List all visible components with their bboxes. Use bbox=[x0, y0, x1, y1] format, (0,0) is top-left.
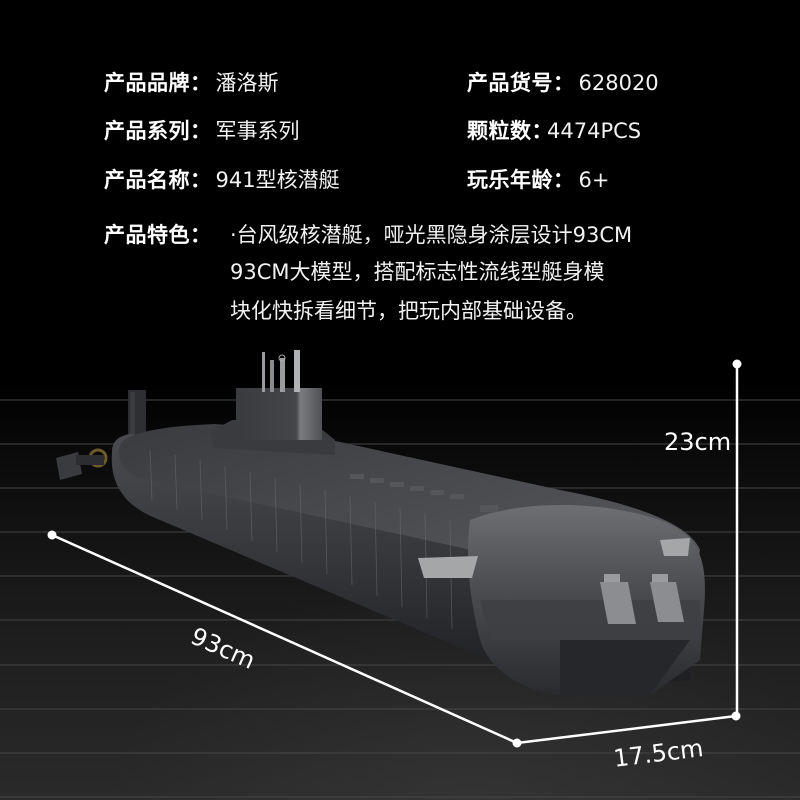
spec-piece-count: 颗粒数：4474PCS bbox=[467, 118, 641, 144]
spec-value: 628020 bbox=[578, 71, 659, 95]
rudder-fin bbox=[128, 390, 146, 438]
feature-line-2: 93CM大模型，搭配标志性流线型艇身模 bbox=[230, 260, 605, 284]
height-dimension-label: 23cm bbox=[664, 428, 732, 456]
spec-value: 4474PCS bbox=[547, 119, 642, 143]
length-dimension-line bbox=[51, 533, 518, 745]
spec-item-number: 产品货号：628020 bbox=[467, 70, 659, 96]
spec-features-label: 产品特色： bbox=[104, 222, 212, 248]
spec-age: 玩乐年龄：6+ bbox=[467, 167, 609, 193]
spec-label: 产品货号： bbox=[467, 71, 575, 95]
spec-brand: 产品品牌：潘洛斯 bbox=[104, 70, 279, 96]
width-dimension-line bbox=[516, 714, 737, 745]
spec-label: 产品系列： bbox=[104, 119, 212, 143]
spec-value: 军事系列 bbox=[215, 119, 300, 143]
spec-label: 产品品牌： bbox=[104, 71, 212, 95]
spec-series: 产品系列：军事系列 bbox=[104, 118, 300, 144]
feature-line-1: ·台风级核潜艇，哑光黑隐身涂层设计93CM bbox=[230, 223, 633, 247]
spec-value: 6+ bbox=[578, 168, 610, 192]
spec-label: 产品特色： bbox=[104, 223, 212, 247]
spec-label: 颗粒数： bbox=[467, 119, 553, 143]
feature-line-3: 块化快拆看细节，把玩内部基础设备。 bbox=[230, 299, 587, 323]
spec-label: 玩乐年龄： bbox=[467, 168, 575, 192]
spec-label: 产品名称： bbox=[104, 168, 212, 192]
spec-value: 941型核潜艇 bbox=[215, 168, 340, 192]
spec-value: 潘洛斯 bbox=[215, 71, 279, 95]
conning-tower bbox=[210, 350, 335, 455]
spec-product-name: 产品名称：941型核潜艇 bbox=[104, 167, 340, 193]
